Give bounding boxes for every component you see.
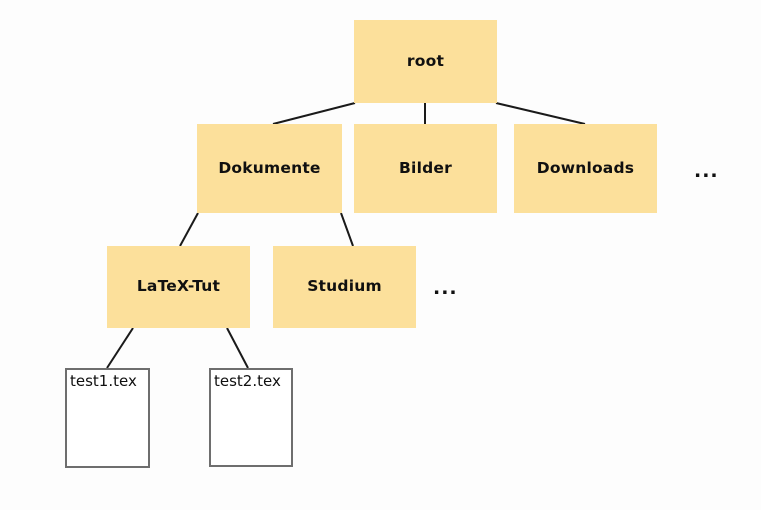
file-node-test2[interactable]: test2.tex	[209, 368, 293, 467]
edge-dokumente-to-latextut	[179, 212, 199, 247]
folder-node-bilder[interactable]: Bilder	[354, 124, 497, 213]
folder-label-root: root	[406, 51, 445, 70]
edge-latextut-to-test1	[106, 327, 134, 369]
file-node-test1[interactable]: test1.tex	[65, 368, 150, 468]
folder-label-latextut: LaTeX-Tut	[136, 277, 221, 296]
folder-node-latextut[interactable]: LaTeX-Tut	[107, 246, 250, 328]
file-label-test1: test1.tex	[70, 372, 137, 390]
edge-root-to-dokumente	[272, 102, 356, 125]
ellipsis-siblings-level3: ...	[433, 277, 458, 299]
folder-label-downloads: Downloads	[536, 158, 635, 177]
folder-node-dokumente[interactable]: Dokumente	[197, 124, 342, 213]
folder-label-bilder: Bilder	[399, 158, 452, 177]
folder-node-downloads[interactable]: Downloads	[514, 124, 657, 213]
edge-dokumente-to-studium	[340, 212, 354, 247]
file-label-test2: test2.tex	[214, 372, 281, 390]
folder-label-dokumente: Dokumente	[218, 158, 321, 177]
edge-latextut-to-test2	[226, 327, 249, 369]
folder-node-root[interactable]: root	[354, 20, 497, 103]
edge-root-to-downloads	[495, 102, 586, 125]
folder-node-studium[interactable]: Studium	[273, 246, 416, 328]
ellipsis-siblings-level2: ...	[694, 160, 719, 182]
folder-label-studium: Studium	[307, 277, 382, 296]
